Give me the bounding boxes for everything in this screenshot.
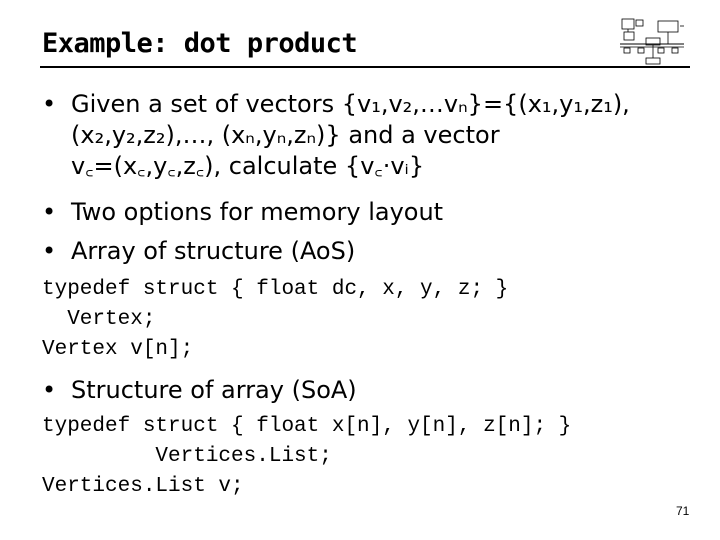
bullet-memory-layout-text: Two options for memory layout	[71, 198, 444, 226]
bullet-soa-text: Structure of array (SoA)	[71, 376, 357, 404]
code-line: Vertices.List;	[42, 445, 332, 468]
bullet-marker: •	[42, 90, 57, 118]
bullet-vectors-line-1: Given a set of vectors {v₁,v₂,…vₙ}={(x₁,…	[71, 90, 630, 118]
code-line: Vertex;	[42, 308, 156, 331]
bullet-aos: • Array of structure (AoS)	[42, 236, 682, 267]
code-line: Vertex v[n];	[42, 338, 194, 361]
bullet-vectors: • Given a set of vectors {v₁,v₂,…vₙ}={(x…	[42, 89, 682, 182]
code-block-aos: typedef struct { float dc, x, y, z; } Ve…	[42, 275, 508, 365]
code-line: typedef struct { float dc, x, y, z; }	[42, 278, 509, 301]
bullet-aos-text: Array of structure (AoS)	[71, 237, 356, 265]
bullet-marker: •	[42, 198, 57, 226]
code-line: typedef struct { float x[n], y[n], z[n];…	[42, 415, 572, 438]
bullet-soa: • Structure of array (SoA)	[42, 375, 682, 406]
bullet-memory-layout: • Two options for memory layout	[42, 197, 682, 228]
bullet-vectors-line-3: v꜀=(x꜀,y꜀,z꜀), calculate {v꜀·vᵢ}	[71, 152, 425, 180]
code-block-soa: typedef struct { float x[n], y[n], z[n];…	[42, 412, 571, 502]
page-number: 71	[676, 504, 690, 518]
bullet-marker: •	[42, 237, 57, 265]
title-divider	[40, 66, 690, 68]
logo-diagram-icon	[620, 18, 684, 65]
slide-title: Example: dot product	[42, 28, 358, 59]
code-line: Vertices.List v;	[42, 475, 244, 498]
bullet-vectors-line-2: (x₂,y₂,z₂),…, (xₙ,yₙ,zₙ)} and a vector	[71, 121, 500, 149]
bullet-marker: •	[42, 376, 57, 404]
